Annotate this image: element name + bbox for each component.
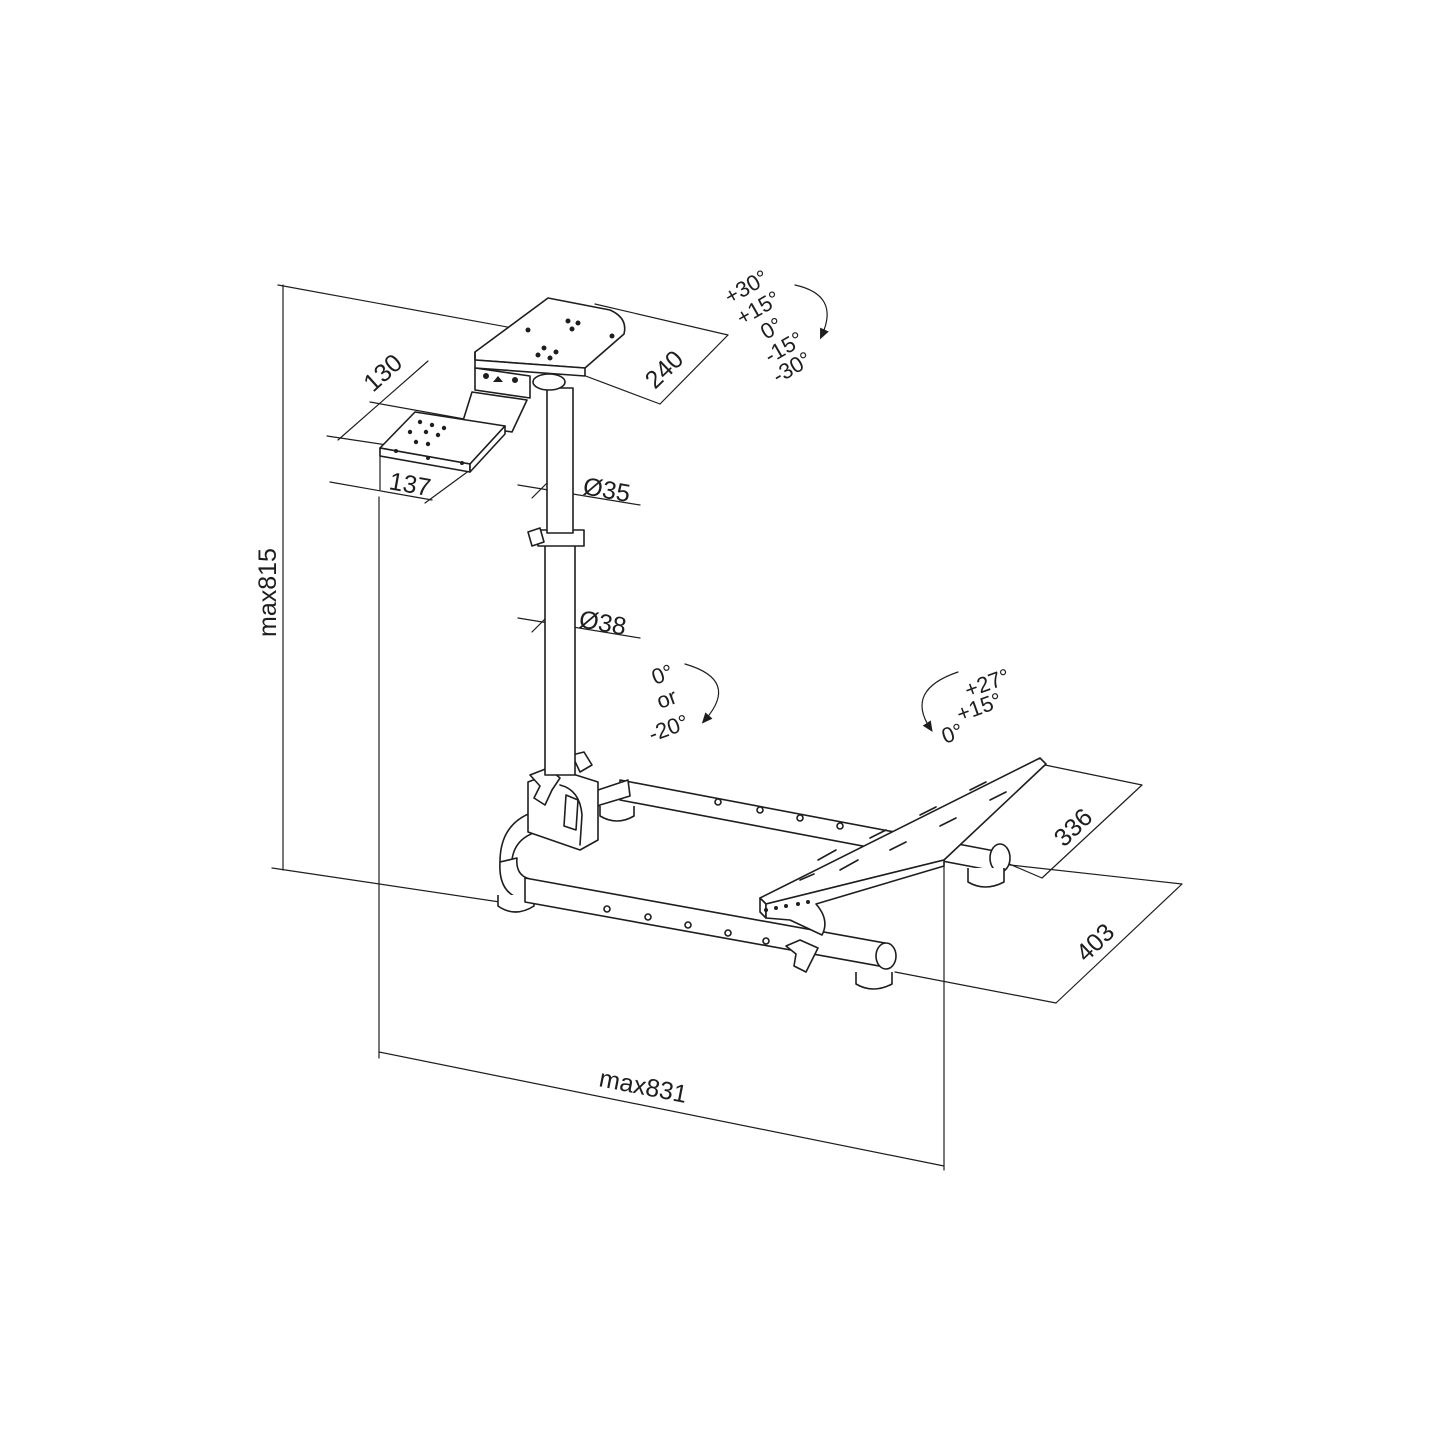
front-right-foot xyxy=(855,972,893,990)
wheel-tilt-angles: +30° +15° 0° -15° -30° xyxy=(720,265,816,389)
column-tilt-angle: -20° xyxy=(645,709,692,746)
clamp-lever-icon[interactable] xyxy=(527,527,545,547)
base-dimension-line xyxy=(1055,883,1183,1004)
base-extension-bottom xyxy=(894,971,1057,1004)
bracket-hole xyxy=(483,373,489,379)
bracket-arrow-icon xyxy=(493,376,503,382)
rear-right-foot xyxy=(967,868,1005,888)
pedal-dimension-line xyxy=(1041,784,1143,879)
front-tube-end xyxy=(875,942,897,970)
base-depth-label: 403 xyxy=(1071,918,1120,967)
wheel-plate-edge xyxy=(474,351,586,377)
wheel-mount-plate xyxy=(474,297,626,399)
rear-tube-holes xyxy=(714,798,844,830)
height-extension-bottom xyxy=(271,867,521,906)
shifter-mount-plate xyxy=(379,391,528,473)
shifter-plate-side xyxy=(469,425,506,473)
rear-left-foot xyxy=(599,806,635,822)
bracket-slot xyxy=(563,794,579,831)
upper-tube-diameter-label: Ø35 xyxy=(581,472,632,508)
wheel-plate-dimension-line xyxy=(659,334,729,405)
shifter-plate-depth-label: 130 xyxy=(358,349,408,398)
column-upper-knob-icon[interactable] xyxy=(571,751,593,773)
wheel-tilt-arc xyxy=(794,284,829,340)
diameter35-leader xyxy=(517,484,641,506)
rear-tube-end xyxy=(989,843,1011,873)
base-extension-top xyxy=(1009,864,1183,885)
pedal-tilt-angle: +15° xyxy=(953,687,1005,726)
pedal-plate-width-label: 336 xyxy=(1049,803,1098,852)
upper-column-tube xyxy=(546,387,574,534)
dimension-lines xyxy=(271,284,1183,1171)
column-tilt-arc xyxy=(684,663,720,724)
bracket-hole xyxy=(512,377,518,383)
lower-column-tube xyxy=(544,544,576,776)
pedal-plate xyxy=(759,757,1047,936)
pedal-plate-front xyxy=(765,859,945,936)
wheel-plate-extension-top xyxy=(594,303,729,336)
wheel-plate-extension-bottom xyxy=(574,371,661,405)
height-extension-top xyxy=(277,284,541,334)
pedal-extension-top xyxy=(1044,764,1143,786)
pedal-tilt-angles: +27° +15° 0° xyxy=(938,663,1013,748)
width-max-label: max831 xyxy=(597,1064,690,1108)
column-tilt-angle: or xyxy=(653,684,680,714)
shifter-width-dimension-line xyxy=(329,481,433,501)
angle-arrows xyxy=(684,284,959,733)
wheel-plate-depth-label: 240 xyxy=(640,345,689,394)
bracket-curve xyxy=(559,784,583,846)
height-max-label: max815 xyxy=(254,548,282,637)
shifter-extension-a xyxy=(369,401,471,421)
front-tube-holes xyxy=(603,905,770,945)
column-tilt-angles: 0° or -20° xyxy=(645,659,692,747)
shifter-depth-dimension-line xyxy=(337,360,429,441)
width-dimension-line xyxy=(378,1051,945,1167)
lower-tube-diameter-label: Ø38 xyxy=(577,605,628,641)
wheel-plate-holes xyxy=(525,318,615,361)
shifter-plate-width-label: 137 xyxy=(387,467,433,502)
column-top-cap xyxy=(532,373,566,391)
shifter-plate-holes xyxy=(394,419,464,465)
column-tilt-angle: 0° xyxy=(648,659,676,690)
pedal-tilt-arc xyxy=(921,671,959,733)
pedal-plate-holes xyxy=(764,900,810,912)
steering-column xyxy=(527,387,599,851)
diameter38-leader xyxy=(517,617,641,639)
pedal-plate-slots xyxy=(799,781,1007,881)
front-knob-icon[interactable] xyxy=(785,939,819,973)
shifter-width-ext-right xyxy=(424,469,471,504)
